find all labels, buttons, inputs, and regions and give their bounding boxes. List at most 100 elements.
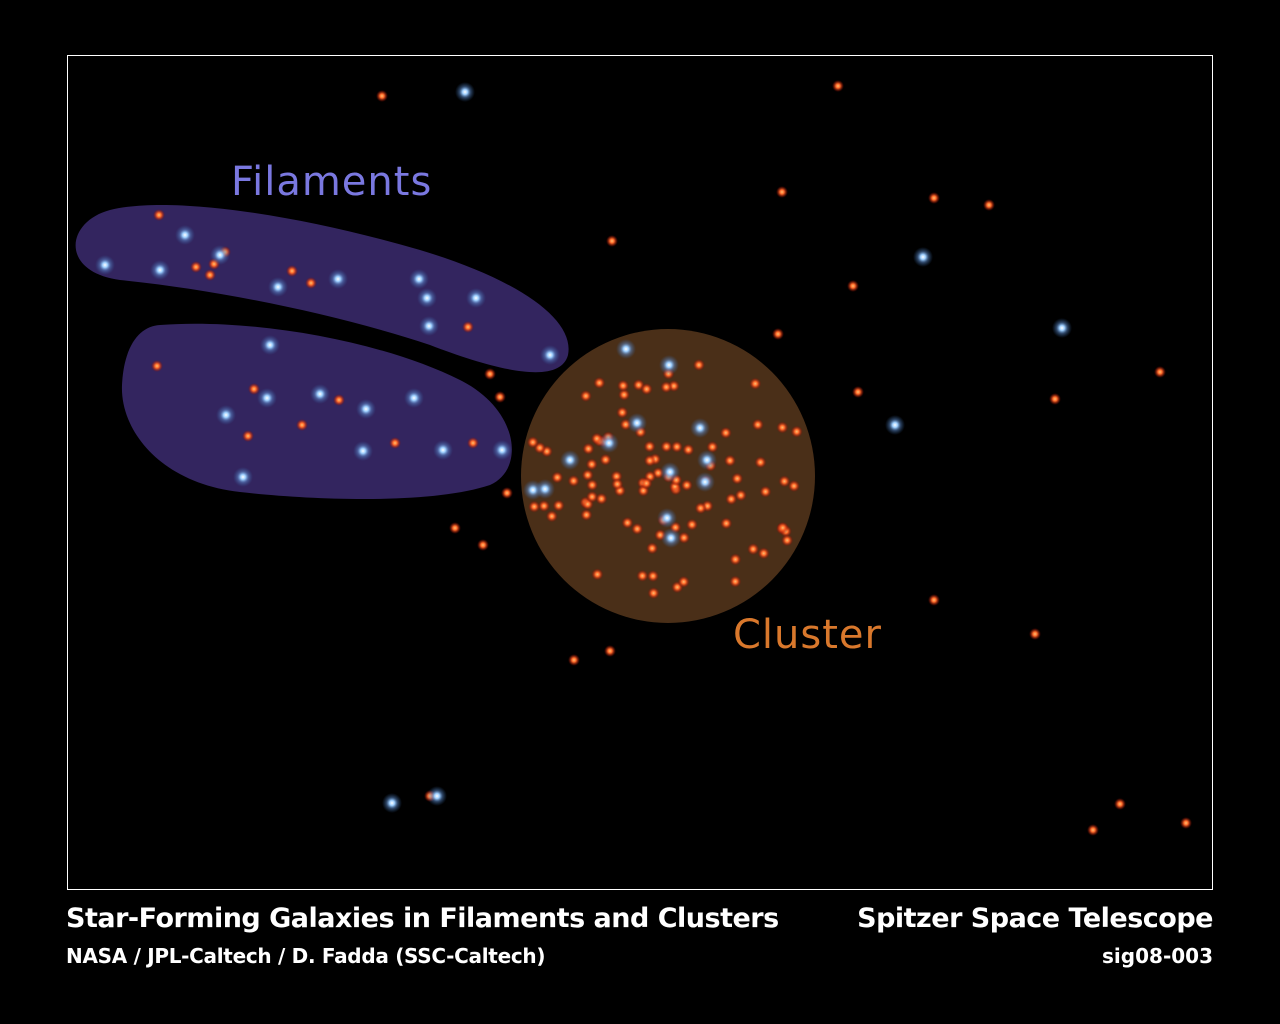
blue-galaxy-dot	[417, 288, 437, 308]
red-galaxy-dot	[670, 440, 683, 453]
red-galaxy-dot	[248, 383, 260, 395]
red-galaxy-dot	[545, 510, 558, 523]
red-galaxy-dot	[734, 489, 747, 502]
red-galaxy-dot	[595, 492, 608, 505]
red-galaxy-dot	[617, 379, 630, 392]
red-galaxy-dot	[462, 321, 474, 333]
red-galaxy-dot	[1154, 366, 1166, 378]
red-galaxy-dot	[621, 516, 634, 529]
red-galaxy-dot	[832, 80, 844, 92]
filament-region-upper	[75, 204, 569, 373]
red-galaxy-dot	[333, 394, 345, 406]
red-galaxy-dot	[772, 328, 784, 340]
red-galaxy-dot	[567, 474, 580, 487]
red-galaxy-dot	[636, 569, 649, 582]
blue-galaxy-dot	[356, 399, 376, 419]
blue-galaxy-dot	[455, 82, 475, 102]
red-galaxy-dot	[706, 440, 719, 453]
blue-galaxy-dot	[657, 508, 677, 528]
caption-image-id: sig08-003	[1102, 944, 1213, 968]
blue-galaxy-dot	[257, 388, 277, 408]
red-galaxy-dot	[682, 443, 695, 456]
red-galaxy-dot	[781, 534, 794, 547]
red-galaxy-dot	[586, 490, 599, 503]
red-galaxy-dot	[611, 478, 624, 491]
blue-galaxy-dot	[382, 793, 402, 813]
red-galaxy-dot	[1049, 393, 1061, 405]
blue-galaxy-dot	[404, 388, 424, 408]
red-galaxy-dot	[759, 485, 772, 498]
red-galaxy-dot	[581, 469, 594, 482]
red-galaxy-dot	[286, 265, 298, 277]
blue-galaxy-dot	[1052, 318, 1072, 338]
blue-galaxy-dot	[599, 433, 619, 453]
blue-galaxy-dot	[659, 355, 679, 375]
red-galaxy-dot	[190, 261, 202, 273]
red-galaxy-dot	[754, 456, 767, 469]
cluster-label: Cluster	[733, 612, 882, 658]
blue-galaxy-dot	[310, 384, 330, 404]
red-galaxy-dot	[538, 499, 551, 512]
blue-galaxy-dot	[427, 786, 447, 806]
caption-mission: Spitzer Space Telescope	[857, 903, 1213, 934]
caption-title: Star-Forming Galaxies in Filaments and C…	[66, 903, 779, 934]
red-galaxy-dot	[776, 186, 788, 198]
red-galaxy-dot	[585, 458, 598, 471]
red-galaxy-dot	[1114, 798, 1126, 810]
red-galaxy-dot	[680, 479, 693, 492]
red-galaxy-dot	[725, 493, 738, 506]
blue-galaxy-dot	[540, 345, 560, 365]
red-galaxy-dot	[647, 587, 660, 600]
red-galaxy-dot	[551, 471, 564, 484]
red-galaxy-dot	[484, 368, 496, 380]
blue-galaxy-dot	[210, 245, 230, 265]
red-galaxy-dot	[719, 426, 732, 439]
red-galaxy-dot	[720, 517, 733, 530]
red-galaxy-dot	[685, 518, 698, 531]
blue-galaxy-dot	[466, 288, 486, 308]
blue-galaxy-dot	[661, 528, 681, 548]
red-galaxy-dot	[692, 358, 705, 371]
red-galaxy-dot	[643, 454, 656, 467]
blue-galaxy-dot	[353, 441, 373, 461]
frame	[67, 55, 1213, 890]
red-galaxy-dot	[449, 522, 461, 534]
red-galaxy-dot	[599, 453, 612, 466]
red-galaxy-dot	[582, 442, 595, 455]
red-galaxy-dot	[646, 542, 659, 555]
red-galaxy-dot	[616, 406, 629, 419]
red-galaxy-dot	[852, 386, 864, 398]
red-galaxy-dot	[467, 437, 479, 449]
blue-galaxy-dot	[216, 405, 236, 425]
red-galaxy-dot	[776, 521, 789, 534]
blue-galaxy-dot	[913, 247, 933, 267]
red-galaxy-dot	[660, 440, 673, 453]
blue-galaxy-dot	[695, 472, 715, 492]
filaments-label: Filaments	[231, 159, 432, 205]
blue-galaxy-dot	[690, 418, 710, 438]
red-galaxy-dot	[477, 539, 489, 551]
red-galaxy-dot	[494, 391, 506, 403]
red-galaxy-dot	[678, 531, 691, 544]
red-galaxy-dot	[731, 472, 744, 485]
red-galaxy-dot	[501, 487, 513, 499]
red-galaxy-dot	[694, 502, 707, 515]
red-galaxy-dot	[153, 209, 165, 221]
red-galaxy-dot	[593, 376, 606, 389]
red-galaxy-dot	[568, 654, 580, 666]
red-galaxy-dot	[151, 360, 163, 372]
red-galaxy-dot	[580, 508, 593, 521]
red-galaxy-dot	[1180, 817, 1192, 829]
red-galaxy-dot	[928, 594, 940, 606]
blue-galaxy-dot	[260, 335, 280, 355]
red-galaxy-dot	[790, 425, 803, 438]
red-galaxy-dot	[591, 568, 604, 581]
red-galaxy-dot	[640, 383, 653, 396]
red-galaxy-dot	[389, 437, 401, 449]
red-galaxy-dot	[606, 235, 618, 247]
blue-galaxy-dot	[492, 440, 512, 460]
caption-credit: NASA / JPL-Caltech / D. Fadda (SSC-Calte…	[66, 944, 546, 968]
blue-galaxy-dot	[150, 260, 170, 280]
blue-galaxy-dot	[535, 479, 555, 499]
blue-galaxy-dot	[328, 269, 348, 289]
